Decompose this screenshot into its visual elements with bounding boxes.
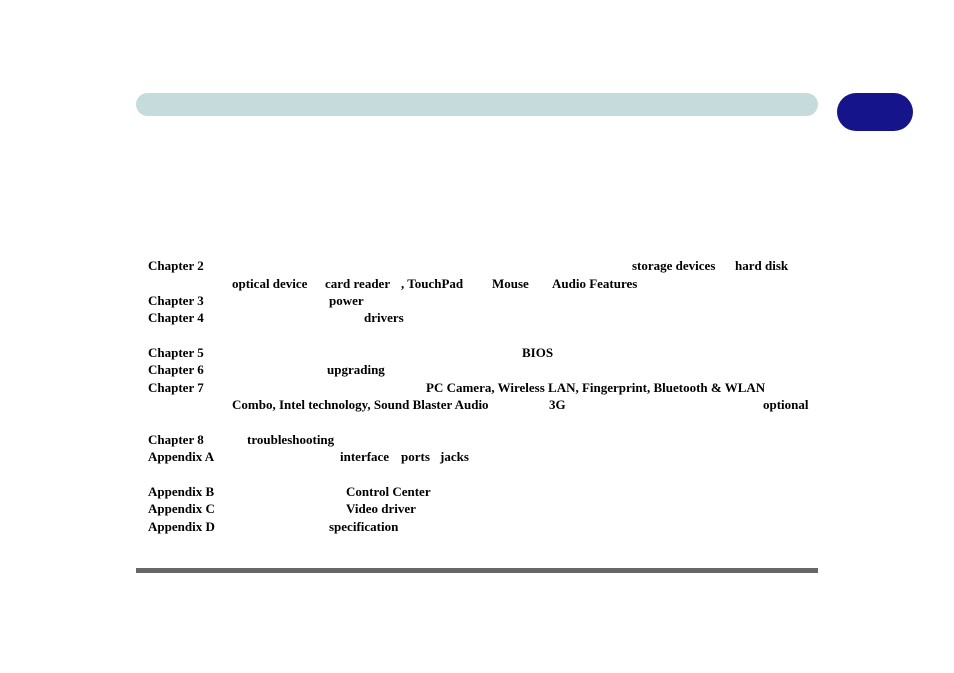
- appendix-d-term-specification: specification: [329, 519, 399, 534]
- chapter-tab: [837, 93, 913, 131]
- chapter-8-term-troubleshooting: troubleshooting: [247, 432, 335, 447]
- chapter-6-term-upgrading: upgrading: [327, 362, 385, 377]
- chapter-5-term-bios: BIOS: [522, 345, 554, 360]
- chapter-2-term-touchpad: , TouchPad: [401, 276, 464, 291]
- chapter-7-term-modules-cont: Combo, Intel technology, Sound Blaster A…: [232, 397, 489, 412]
- chapter-2-term-hard-disk: hard disk: [735, 258, 789, 273]
- appendix-a-label: Appendix A: [148, 449, 215, 464]
- appendix-d-label: Appendix D: [148, 519, 215, 534]
- chapter-8-label: Chapter 8: [148, 432, 204, 447]
- header-band: [136, 93, 818, 116]
- chapter-5-label: Chapter 5: [148, 345, 204, 360]
- chapter-4-label: Chapter 4: [148, 310, 204, 325]
- chapter-4-term-drivers: drivers: [364, 310, 404, 325]
- chapter-7-term-optional: optional: [763, 397, 809, 412]
- chapter-2-term-storage-devices: storage devices: [632, 258, 716, 273]
- appendix-b-label: Appendix B: [148, 484, 215, 499]
- chapter-3-term-power: power: [329, 293, 364, 308]
- chapter-2-term-optical-device: optical device: [232, 276, 308, 291]
- appendix-a-term-jacks: jacks: [440, 449, 469, 464]
- chapter-2-label: Chapter 2: [148, 258, 204, 273]
- appendix-a-term-ports: ports: [401, 449, 430, 464]
- chapter-3-label: Chapter 3: [148, 293, 204, 308]
- chapter-2-term-audio-features: Audio Features: [552, 276, 638, 291]
- appendix-c-term-video-driver: Video driver: [346, 501, 416, 516]
- chapter-7-label: Chapter 7: [148, 380, 204, 395]
- footer-rule: [136, 568, 818, 573]
- chapter-2-term-card-reader: card reader: [325, 276, 391, 291]
- appendix-a-term-interface: interface: [340, 449, 390, 464]
- appendix-c-label: Appendix C: [148, 501, 215, 516]
- chapter-6-label: Chapter 6: [148, 362, 204, 377]
- chapter-7-term-modules: PC Camera, Wireless LAN, Fingerprint, Bl…: [426, 380, 766, 395]
- appendix-b-term-control-center: Control Center: [346, 484, 431, 499]
- chapter-2-term-mouse: Mouse: [492, 276, 529, 291]
- chapter-7-term-3g: 3G: [549, 397, 566, 412]
